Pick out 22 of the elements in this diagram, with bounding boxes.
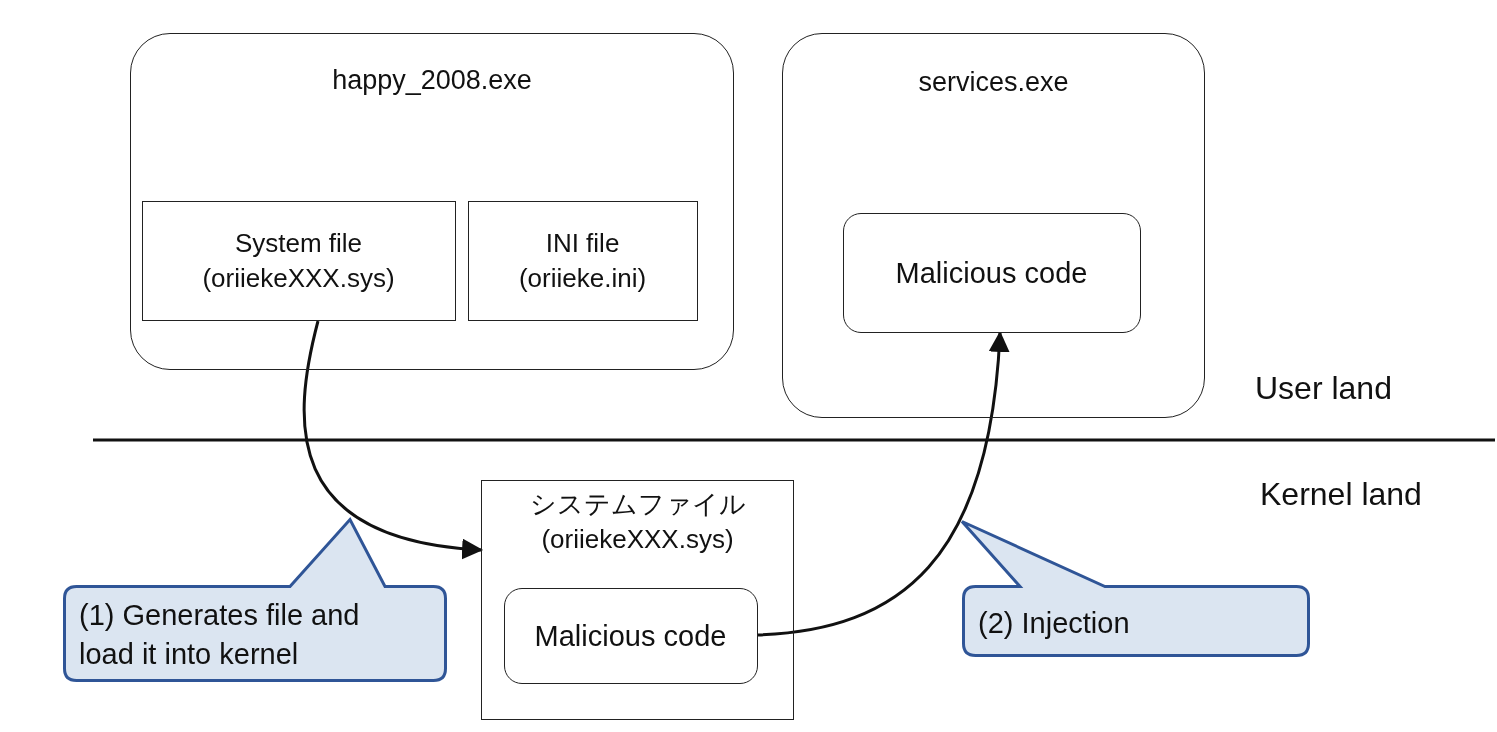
arrow	[757, 330, 1009, 637]
process-title: services.exe	[917, 66, 1070, 99]
file-label: Malicious code	[533, 618, 728, 654]
file-box	[141, 200, 456, 321]
file-label: Malicious code	[894, 255, 1089, 291]
callout-text: (1) Generates file and load it into kernel	[79, 598, 361, 673]
region-label: Kernel land	[1260, 476, 1422, 513]
arrow	[303, 320, 484, 559]
region-label: User land	[1255, 370, 1392, 407]
file-box	[503, 587, 758, 684]
process-box	[130, 33, 734, 370]
process-title: happy_2008.exe	[331, 64, 533, 97]
callout-bubble	[962, 520, 1310, 657]
process-box	[782, 33, 1205, 418]
process-box	[481, 480, 794, 720]
file-label: INI file (oriieke.ini)	[517, 226, 648, 295]
callout-text: (2) Injection	[978, 606, 1131, 641]
file-box	[467, 200, 698, 321]
file-label: System file (oriiekeXXX.sys)	[201, 226, 396, 295]
file-box	[842, 212, 1141, 333]
process-title: システムファイル (oriiekeXXX.sys)	[528, 488, 747, 557]
callout-bubble	[63, 518, 447, 682]
